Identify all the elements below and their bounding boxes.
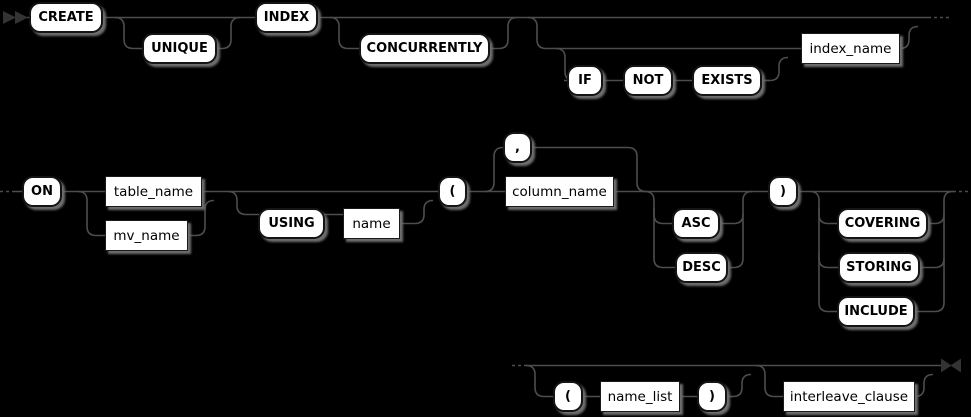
covering-branch-line bbox=[809, 190, 837, 225]
keyword-open-paren: ( bbox=[438, 176, 467, 207]
keyword-close-paren-namelist: ) bbox=[697, 381, 727, 412]
keyword-index: INDEX bbox=[255, 2, 318, 33]
keyword-if: IF bbox=[567, 65, 603, 96]
using-branch-line bbox=[227, 190, 343, 216]
keyword-concurrently: CONCURRENTLY bbox=[359, 33, 490, 64]
interleave-rejoin-line bbox=[914, 373, 934, 398]
covering-rejoin-line bbox=[928, 190, 954, 225]
keyword-create: CREATE bbox=[29, 2, 103, 33]
keyword-exists: EXISTS bbox=[692, 65, 762, 96]
keyword-on: ON bbox=[22, 176, 62, 207]
keyword-open-paren-namelist: ( bbox=[553, 381, 583, 412]
start-marker-icon bbox=[3, 11, 28, 24]
variable-name: name bbox=[343, 208, 400, 239]
unique-branch-line bbox=[114, 16, 142, 50]
interleave-branch-line bbox=[755, 364, 783, 398]
keyword-storing: STORING bbox=[838, 252, 920, 283]
indexname-group-rejoin-line bbox=[899, 25, 919, 50]
include-branch-line bbox=[818, 252, 837, 313]
namelist-rejoin-line bbox=[727, 373, 752, 398]
asc-rejoin-line bbox=[720, 190, 753, 225]
keyword-not: NOT bbox=[623, 65, 673, 96]
asc-branch-line bbox=[644, 190, 672, 225]
desc-branch-line bbox=[653, 208, 675, 269]
indexname-group-branch-line bbox=[527, 16, 801, 50]
keyword-desc: DESC bbox=[675, 252, 728, 283]
mvname-branch-line bbox=[77, 190, 105, 237]
using-rejoin-line bbox=[400, 199, 434, 225]
keyword-asc: ASC bbox=[672, 208, 720, 239]
keyword-include: INCLUDE bbox=[837, 296, 915, 327]
concurrently-rejoin-line bbox=[490, 16, 518, 50]
storing-branch-line bbox=[818, 208, 838, 269]
variable-interleave-clause: interleave_clause bbox=[783, 381, 915, 412]
end-marker-icon bbox=[941, 358, 961, 373]
ifnotexists-rejoin-line bbox=[762, 56, 789, 82]
keyword-covering: COVERING bbox=[837, 208, 928, 239]
variable-index-name: index_name bbox=[801, 33, 900, 64]
include-rejoin-line bbox=[915, 258, 945, 313]
variable-column-name: column_name bbox=[505, 176, 614, 207]
keyword-close-paren: ) bbox=[768, 176, 798, 207]
keyword-using: USING bbox=[258, 208, 325, 239]
comma-loop-right-line bbox=[503, 146, 647, 193]
unique-rejoin-line bbox=[217, 16, 241, 50]
variable-name-list: name_list bbox=[600, 381, 680, 412]
namelist-branch-line bbox=[525, 364, 733, 398]
concurrently-branch-line bbox=[329, 16, 359, 50]
variable-table-name: table_name bbox=[105, 176, 202, 207]
variable-mv-name: mv_name bbox=[105, 220, 188, 251]
mvname-rejoin-line bbox=[188, 199, 215, 237]
keyword-comma: , bbox=[503, 132, 532, 163]
comma-loop-left-line bbox=[484, 146, 504, 193]
desc-rejoin-line bbox=[728, 214, 744, 269]
keyword-unique: UNIQUE bbox=[142, 33, 217, 64]
